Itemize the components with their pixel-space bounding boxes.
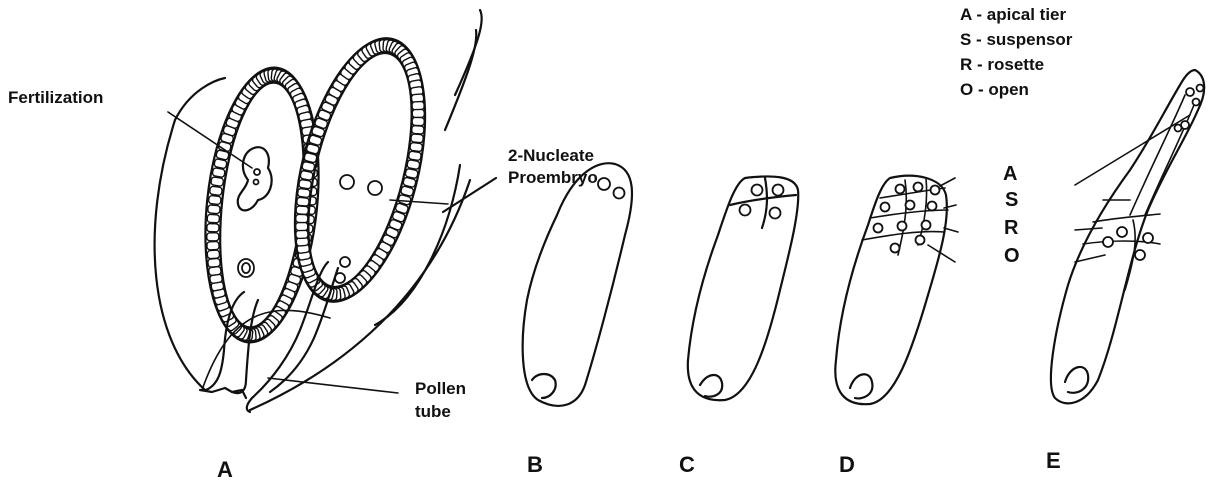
stage-b-outline [523,163,632,406]
venter-nucleus-left-inner [242,263,250,273]
jacket-cell [207,224,219,232]
jacket-cell [207,233,219,241]
stage-c-base-cell [700,375,722,397]
legend-item-apical: A - apical tier [960,5,1067,24]
stage-e-proembryo [1051,70,1204,403]
stage-c-nucleus-3 [740,205,751,216]
jacket-cell [208,258,221,267]
jacket-cell [297,188,310,197]
apical-tier-leader [1075,115,1190,185]
tier-letter-s: S [1005,189,1018,211]
zygote-nucleus [254,169,260,175]
stage-e-wall-1 [1093,214,1160,222]
jacket-cell [296,222,308,230]
archegonium-left [193,62,331,348]
jacket-cell [207,250,219,259]
jacket-cell [412,101,424,110]
stage-c-nucleus-1 [752,185,763,196]
tier-letter-r: R [1004,217,1019,239]
jacket-cell [296,206,308,215]
stage-e-base-cell [1065,367,1088,393]
legend-item-rosette: R - rosette [960,55,1044,74]
stage-label-e: E [1046,448,1061,473]
jacket-cell [408,151,421,161]
jacket-cell [212,168,225,178]
stage-c-wall-vertical [762,178,767,228]
zygote-nucleus-2 [254,180,259,185]
label-proembryo-line2: Proembryo [508,168,598,187]
label-proembryo-line1: 2-Nucleate [508,146,594,165]
jacket-cell [209,186,222,195]
stage-b-proembryo [523,163,632,406]
stage-c-wall-horizontal [730,195,796,205]
jacket-cell [412,109,424,117]
stage-label-b: B [527,452,543,477]
jacket-cell [207,242,219,250]
ovule-outer-right [455,10,482,95]
proembryo-nucleus-1 [340,175,354,189]
label-pollen-line2: tube [415,402,451,421]
stage-b-base-cell [532,374,556,398]
proembryo-nucleus-2 [368,181,382,195]
legend-item-suspensor: S - suspensor [960,30,1073,49]
stage-label-c: C [679,452,695,477]
jacket-cell [208,195,221,204]
jacket-cell [207,214,219,223]
stage-b-nucleus-2 [614,188,625,199]
stage-d-proembryo [835,176,958,404]
stage-label-a: A [217,457,233,482]
jacket-cell [297,197,310,206]
venter-nucleus-right [340,257,350,267]
jacket-cell [411,134,424,143]
stage-a-ovule [155,10,482,412]
stage-d-base-cell [850,374,872,398]
label-fertilization: Fertilization [8,88,103,107]
rosette-leader [1075,228,1102,230]
stage-b-nucleus-1 [598,178,610,190]
jacket-cell [211,177,224,187]
jacket-cell [296,214,308,222]
jacket-cell [412,117,424,125]
stage-label-d: D [839,452,855,477]
tier-letter-a: A [1003,163,1017,185]
tier-letter-o: O [1004,245,1020,267]
jacket-cell [208,205,221,214]
jacket-cell [405,168,418,178]
label-pollen-line1: Pollen [415,379,466,398]
jacket-cell [299,179,312,189]
legend-item-open: O - open [960,80,1029,99]
jacket-cell [410,142,423,151]
fertilization-zygote [238,147,272,210]
jacket-cell [412,125,424,134]
stage-c-proembryo [688,176,798,400]
stage-c-nucleus-4 [770,208,781,219]
stage-e-suspensor-1 [1130,95,1185,215]
stage-e-suspensor-2 [1145,100,1196,215]
jacket-cell [296,230,308,239]
stage-c-nucleus-2 [773,185,784,196]
